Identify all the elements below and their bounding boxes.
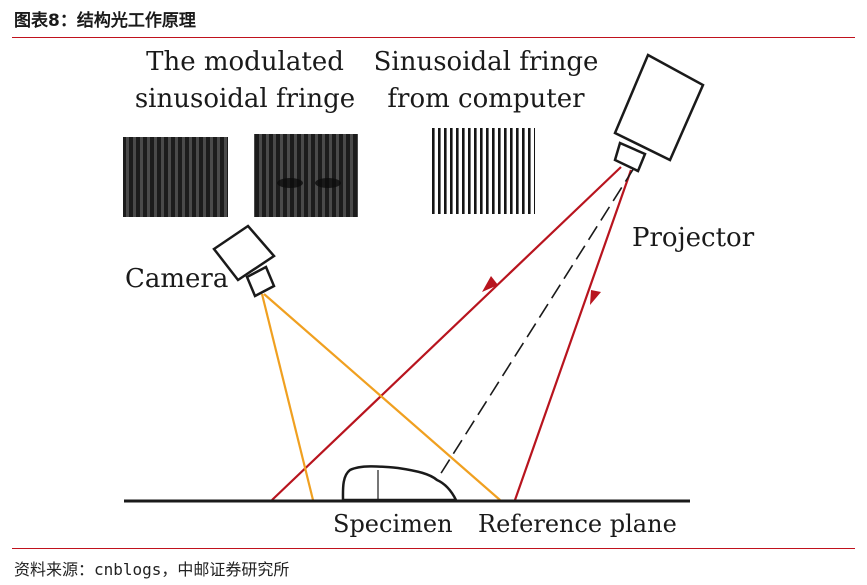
label-computer-fringe-line2: from computer [387,84,585,114]
label-modulated-fringe-line2: sinusoidal fringe [135,84,355,114]
camera-device [212,224,276,298]
computer-fringe-image [430,128,535,214]
projector-axis [437,167,635,479]
projector-ray-arrow-1 [482,276,498,292]
projector-rays [271,166,633,501]
label-modulated-fringe-line1: The modulated [146,47,344,77]
camera-rays [260,293,501,501]
projector-ray-arrow-2 [590,290,601,305]
label-projector: Projector [632,223,755,253]
header-divider [12,37,855,38]
label-reference-plane: Reference plane [478,510,677,538]
label-specimen: Specimen [333,510,453,538]
source-note: 资料来源：cnblogs，中邮证券研究所 [14,560,290,579]
modulated-fringe-image-1 [123,137,228,217]
label-camera: Camera [125,264,228,294]
footer-divider [12,548,855,549]
specimen-shape [341,465,459,502]
projector-device [613,53,705,173]
modulated-fringe-image-2 [254,134,358,217]
label-computer-fringe-line1: Sinusoidal fringe [374,47,599,77]
figure-title: 图表8：结构光工作原理 [14,11,196,31]
